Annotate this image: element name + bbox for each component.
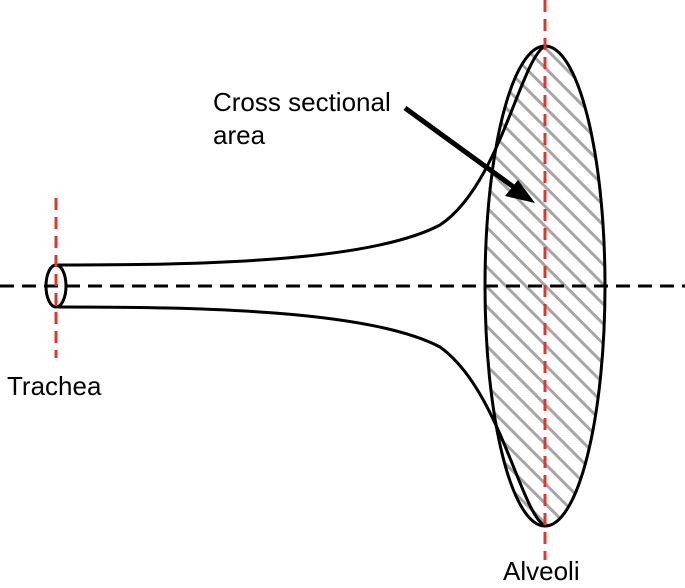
airway-lower-wall [57,305,546,528]
airway-upper-wall [57,44,546,267]
pointer-arrow-head [505,180,535,203]
pointer-arrow-shaft [403,105,517,191]
alveoli-label: Alveoli [503,556,580,586]
cross-sectional-label-line2: area [213,120,266,150]
cross-sectional-label-line1: Cross sectional [213,87,391,117]
trachea-label: Trachea [7,371,102,401]
